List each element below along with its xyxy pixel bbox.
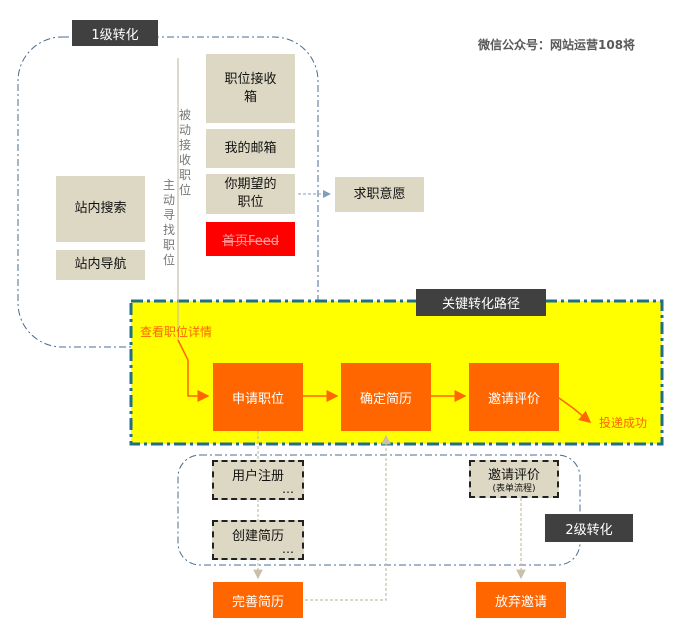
arrow-invite-delivered <box>558 397 592 423</box>
user-register-label: 用户注册 <box>232 469 285 484</box>
site-nav-box: 站内导航 <box>56 250 145 280</box>
job-intent-box: 求职意愿 <box>335 177 424 212</box>
invite-review-box: 邀请评价 <box>469 363 559 431</box>
expected-position-box: 你期望的职位 <box>206 174 295 214</box>
invite-review-form-label: 邀请评价 <box>487 468 540 483</box>
create-resume-label: 创建简历 <box>232 529 285 544</box>
level1-tag: 1级转化 <box>72 20 158 46</box>
complete-resume-box: 完善简历 <box>213 582 303 618</box>
delivered-label: 投递成功 <box>599 416 648 430</box>
homepage-feed-box: 首页Feed <box>206 222 295 256</box>
apply-position-box: 申请职位 <box>213 363 303 431</box>
create-resume-box: 创建简历 … <box>212 520 304 560</box>
create-resume-more: … <box>282 542 294 556</box>
user-register-more: … <box>282 482 294 496</box>
confirm-resume-box: 确定简历 <box>341 363 431 431</box>
passive-receive-label: 被动接收职位 <box>178 108 191 197</box>
level2-frame <box>177 454 581 566</box>
user-register-box: 用户注册 … <box>212 460 304 500</box>
key-path-tag: 关键转化路径 <box>416 289 546 316</box>
mailbox-box: 我的邮箱 <box>206 129 295 168</box>
view-detail-label: 查看职位详情 <box>140 325 213 339</box>
invite-review-form-sub: (表单流程) <box>492 484 536 494</box>
arrow-detail-apply <box>177 339 210 402</box>
abandon-invite-box: 放弃邀请 <box>476 582 566 618</box>
arrow-complete-confirm <box>305 434 391 601</box>
inbox-box: 职位接收箱 <box>206 54 295 123</box>
invite-review-form-box: 邀请评价 (表单流程) <box>469 460 559 498</box>
level2-tag: 2级转化 <box>545 514 633 542</box>
watermark: 微信公众号：网站运营108将 <box>478 38 636 52</box>
active-search-label: 主动寻找职位 <box>162 178 175 267</box>
site-search-box: 站内搜索 <box>56 176 145 242</box>
